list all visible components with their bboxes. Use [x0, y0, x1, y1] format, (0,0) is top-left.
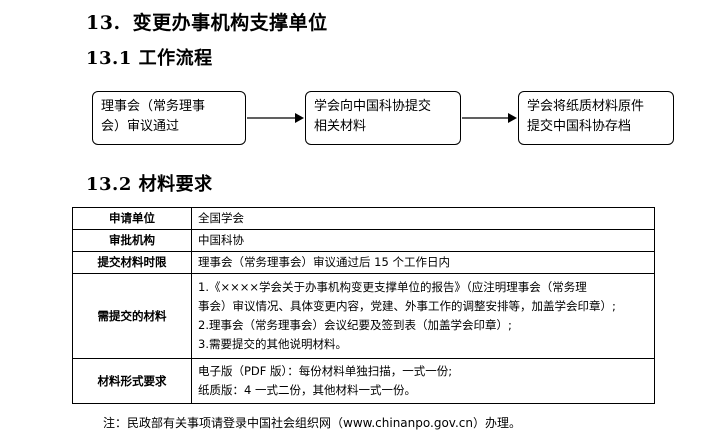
table-row: 材料形式要求 电子版（PDF 版）：每份材料单独扫描，一式一份; 纸质版：4 一…	[72, 358, 655, 404]
subsection-title-requirements: 13.2 材料要求	[86, 174, 213, 195]
flow-step-2: 学会向中国科协提交 相关材料	[305, 91, 461, 145]
flow-step-3: 学会将纸质材料原件 提交中国科协存档	[518, 91, 674, 145]
row-value-line: 3.需要提交的其他说明材料。	[198, 337, 347, 351]
arrow-right-icon	[247, 113, 304, 123]
row-label: 需提交的材料	[72, 273, 192, 359]
requirements-table: 申请单位 全国学会 审批机构 中国科协 提交材料时限 理事会（常务理事会）审议通…	[72, 207, 655, 404]
table-row: 需提交的材料 1.《××××学会关于办事机构变更支撑单位的报告》（应注明理事会（…	[72, 273, 655, 359]
row-label: 提交材料时限	[72, 251, 192, 274]
row-value: 电子版（PDF 版）：每份材料单独扫描，一式一份; 纸质版：4 一式二份，其他材…	[191, 358, 655, 404]
flow-step-2-line-2: 相关材料	[314, 119, 367, 134]
row-value-line: 2.理事会（常务理事会）会议纪要及签到表（加盖学会印章）;	[198, 318, 512, 332]
row-label: 材料形式要求	[72, 358, 192, 404]
row-label: 审批机构	[72, 229, 192, 252]
flow-step-1-line-2: 会）审议通过	[101, 119, 180, 134]
flow-step-2-line-1: 学会向中国科协提交	[314, 99, 432, 114]
table-row: 申请单位 全国学会	[72, 207, 655, 230]
subsection-title-workflow: 13.1 工作流程	[86, 48, 213, 69]
row-label: 申请单位	[72, 207, 192, 230]
row-value-line: 事会）审议情况、具体变更内容，党建、外事工作的调整安排等，加盖学会印章）;	[198, 299, 616, 313]
table-row: 审批机构 中国科协	[72, 229, 655, 252]
row-value: 全国学会	[191, 207, 655, 230]
arrow-right-icon	[462, 113, 517, 123]
row-value-line: 纸质版：4 一式二份，其他材料一式一份。	[198, 383, 416, 397]
row-value-line: 电子版（PDF 版）：每份材料单独扫描，一式一份;	[198, 364, 453, 378]
footnote: 注：民政部有关事项请登录中国社会组织网（www.chinanpo.gov.cn）…	[103, 416, 521, 430]
table-row: 提交材料时限 理事会（常务理事会）审议通过后 15 个工作日内	[72, 251, 655, 274]
flow-step-1: 理事会（常务理事 会）审议通过	[92, 91, 246, 145]
row-value-line: 中国科协	[198, 233, 244, 247]
section-title: 13. 变更办事机构支撑单位	[86, 8, 328, 35]
section-title-text: 变更办事机构支撑单位	[132, 12, 328, 34]
row-value-line: 全国学会	[198, 211, 244, 225]
section-number: 13.	[86, 12, 121, 34]
row-value: 理事会（常务理事会）审议通过后 15 个工作日内	[191, 251, 655, 274]
row-value-line: 理事会（常务理事会）审议通过后 15 个工作日内	[198, 255, 450, 269]
row-value: 中国科协	[191, 229, 655, 252]
flow-step-1-line-1: 理事会（常务理事	[101, 99, 206, 114]
flow-step-3-line-2: 提交中国科协存档	[527, 119, 632, 134]
row-value: 1.《××××学会关于办事机构变更支撑单位的报告》（应注明理事会（常务理 事会）…	[191, 273, 655, 359]
row-value-line: 1.《××××学会关于办事机构变更支撑单位的报告》（应注明理事会（常务理	[198, 280, 587, 294]
flow-step-3-line-1: 学会将纸质材料原件	[527, 99, 645, 114]
